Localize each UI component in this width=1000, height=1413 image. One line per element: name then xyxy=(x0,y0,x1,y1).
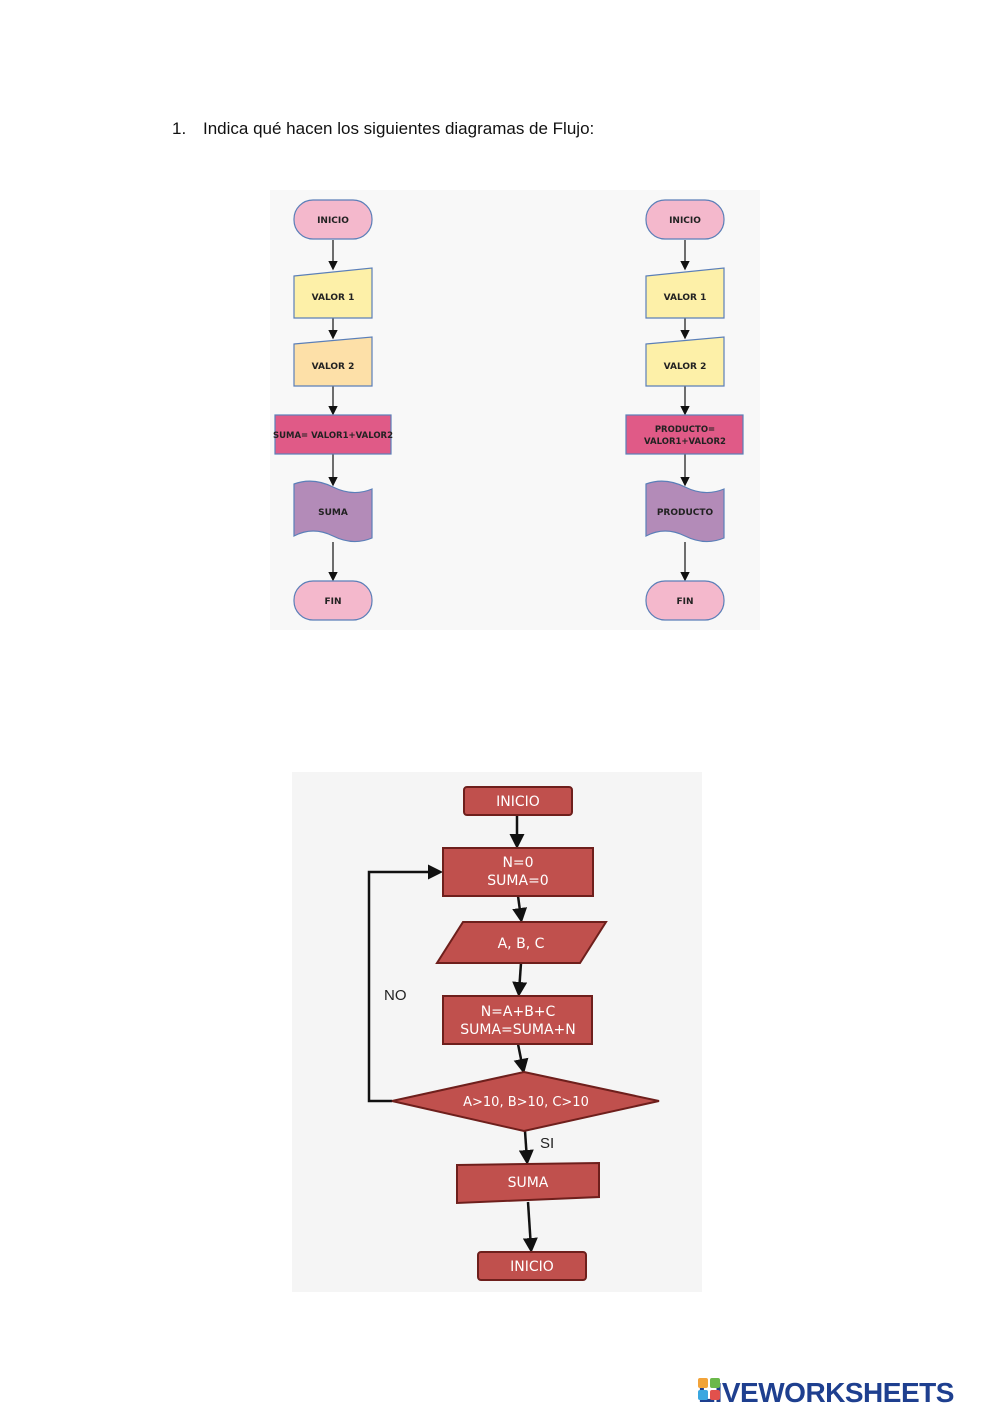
producto-input1-label: VALOR 1 xyxy=(664,293,707,303)
loop-init-label-2: SUMA=0 xyxy=(487,873,548,889)
producto-input1-shape xyxy=(645,267,725,319)
loop-no-label: NO xyxy=(384,987,407,1004)
producto-end-terminal xyxy=(645,580,725,621)
suma-process-label: SUMA= VALOR1+VALOR2 xyxy=(273,431,393,441)
loop-input-parallelogram xyxy=(435,921,608,964)
suma-start-terminal xyxy=(293,199,373,240)
liveworksheets-logo-text: LIVEWORKSHEETS xyxy=(698,1377,954,1408)
loop-init-label-1: N=0 xyxy=(502,855,533,871)
question-1: 1. Indica qué hacen los siguientes diagra… xyxy=(172,119,594,139)
loop-output-shape xyxy=(456,1161,600,1205)
flowchart-panel-top xyxy=(270,190,760,630)
loop-calc-box xyxy=(442,995,593,1045)
question-text: Indica qué hacen los siguientes diagrama… xyxy=(203,119,595,138)
producto-input2-label: VALOR 2 xyxy=(664,362,707,372)
flowchart-suma: INICIO VALOR 1 VALOR 2 SUMA= VALOR1+VALO… xyxy=(273,199,393,621)
loop-end-label: INICIO xyxy=(510,1259,554,1275)
loop-input-label: A, B, C xyxy=(498,936,545,952)
loop-output-label: SUMA xyxy=(508,1175,549,1191)
suma-input1-label: VALOR 1 xyxy=(312,293,355,303)
suma-output-label: SUMA xyxy=(318,508,348,518)
suma-start-label: INICIO xyxy=(317,216,349,226)
producto-start-terminal xyxy=(645,199,725,240)
flowchart-loop: INICIO N=0 SUMA=0 A, B, C N=A+B+C SUMA=S… xyxy=(367,786,660,1281)
suma-input2-shape xyxy=(293,336,373,387)
suma-process-box xyxy=(274,414,392,455)
loop-back-connector xyxy=(367,864,443,1103)
producto-end-label: FIN xyxy=(676,597,693,607)
suma-input1-shape xyxy=(293,267,373,319)
producto-process-label-1: PRODUCTO= xyxy=(655,425,715,435)
loop-end-terminal xyxy=(477,1251,587,1281)
producto-input2-shape xyxy=(645,336,725,387)
loop-start-label: INICIO xyxy=(496,794,540,810)
suma-end-label: FIN xyxy=(324,597,341,607)
producto-process-label-2: VALOR1+VALOR2 xyxy=(644,437,726,447)
loop-calc-label-2: SUMA=SUMA+N xyxy=(460,1022,576,1038)
flowchart-producto: INICIO VALOR 1 VALOR 2 PRODUCTO= VALOR1+… xyxy=(625,199,744,621)
question-number: 1. xyxy=(172,119,187,138)
producto-output-label: PRODUCTO xyxy=(657,508,714,518)
suma-input2-label: VALOR 2 xyxy=(312,362,355,372)
suma-output-document xyxy=(293,480,373,543)
suma-end-terminal xyxy=(293,580,373,621)
producto-start-label: INICIO xyxy=(669,216,701,226)
liveworksheets-logo-icon xyxy=(698,1378,720,1400)
loop-decision-diamond xyxy=(391,1070,660,1133)
loop-start-terminal xyxy=(463,786,573,816)
loop-calc-label-1: N=A+B+C xyxy=(481,1004,556,1020)
loop-si-label: SI xyxy=(540,1135,554,1152)
liveworksheets-logo: LIVEWORKSHEETS xyxy=(698,1378,954,1408)
producto-output-document xyxy=(645,480,725,543)
loop-decision-label: A>10, B>10, C>10 xyxy=(463,1095,589,1110)
loop-init-box xyxy=(442,847,594,897)
producto-process-box xyxy=(625,414,744,455)
